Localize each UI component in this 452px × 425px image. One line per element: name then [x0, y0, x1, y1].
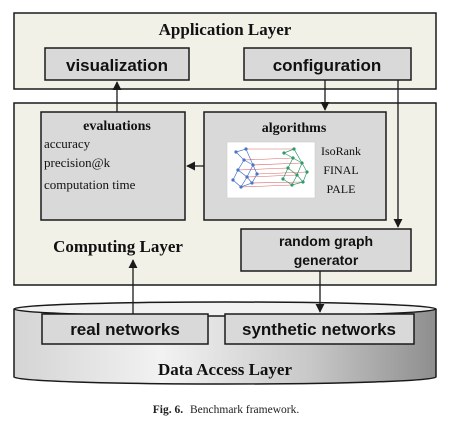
data-access-layer-title: Data Access Layer: [158, 360, 293, 379]
algorithm-isorank: IsoRank: [321, 144, 361, 158]
configuration-box: configuration: [243, 47, 412, 81]
algorithm-pale: PALE: [327, 182, 356, 196]
real-networks-label: real networks: [70, 320, 180, 339]
network-alignment-illustration: [226, 141, 316, 199]
evaluations-title: evaluations: [83, 119, 151, 134]
caption-label: Fig. 6.: [153, 404, 183, 416]
metric-computation-time: computation time: [44, 177, 136, 192]
random-graph-generator-box: random graph generator: [240, 228, 412, 272]
visualization-box: visualization: [44, 47, 190, 81]
visualization-label: visualization: [66, 56, 168, 75]
caption-text: Benchmark framework.: [190, 404, 299, 416]
algorithms-title: algorithms: [262, 121, 327, 136]
application-layer-title: Application Layer: [159, 20, 292, 39]
real-networks-box: real networks: [41, 313, 209, 345]
random-graph-generator-line2: generator: [294, 252, 359, 268]
figure-caption: Fig. 6. Benchmark framework.: [153, 404, 300, 416]
algorithms-box: algorithms IsoRank FINAL PALE: [203, 111, 387, 221]
computing-layer-title: Computing Layer: [53, 237, 183, 256]
metric-precision-at-k: precision@k: [44, 155, 111, 170]
random-graph-generator-line1: random graph: [279, 233, 373, 249]
synthetic-networks-label: synthetic networks: [242, 320, 396, 339]
synthetic-networks-box: synthetic networks: [224, 313, 415, 345]
svg-text:Fig. 6. Benchmark framew: Fig. 6. Benchmark framework.: [153, 404, 300, 416]
algorithm-final: FINAL: [323, 163, 358, 177]
evaluations-box: evaluations accuracy precision@k computa…: [40, 111, 186, 221]
configuration-label: configuration: [273, 56, 382, 75]
metric-accuracy: accuracy: [44, 136, 91, 151]
